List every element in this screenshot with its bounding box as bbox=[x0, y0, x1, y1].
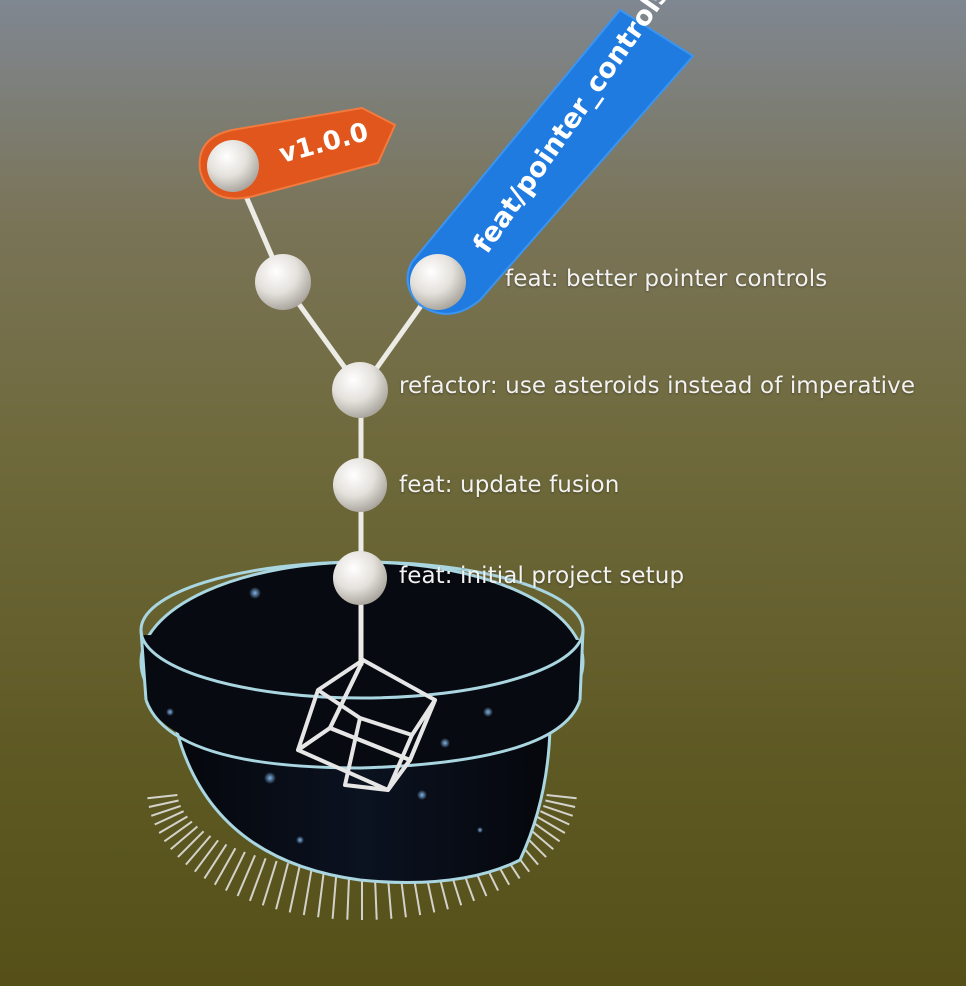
fringe-line bbox=[203, 843, 228, 879]
star-dot bbox=[417, 790, 427, 800]
fringe-line bbox=[213, 847, 237, 886]
star-dot bbox=[477, 827, 483, 833]
cube-wireframe-icon bbox=[296, 658, 437, 792]
fringe-line bbox=[331, 869, 338, 919]
commit-node[interactable] bbox=[255, 254, 311, 310]
commit-node-branch[interactable] bbox=[410, 254, 466, 310]
commit-message-label: feat: initial project setup bbox=[399, 563, 685, 589]
commit-message-label: refactor: use asteroids instead of imper… bbox=[399, 373, 916, 399]
star-dot bbox=[440, 738, 450, 748]
star-dot bbox=[249, 587, 261, 599]
fringe-line bbox=[154, 810, 185, 826]
commit-message-label: feat: better pointer controls bbox=[505, 266, 828, 292]
fringe-line bbox=[536, 815, 566, 834]
star-dot bbox=[166, 708, 174, 716]
commit-message-label: feat: update fusion bbox=[399, 472, 620, 498]
tag-branch-label: feat/pointer_controls bbox=[467, 0, 676, 259]
star-dot bbox=[483, 707, 493, 717]
fringe-line bbox=[248, 857, 267, 902]
fringe-line bbox=[170, 825, 199, 851]
fringe-line bbox=[177, 830, 205, 858]
commit-node[interactable] bbox=[333, 551, 387, 605]
star-dot bbox=[296, 836, 304, 844]
fringe-line bbox=[275, 863, 289, 910]
commit-node[interactable] bbox=[333, 458, 387, 512]
fringe-line bbox=[193, 839, 219, 873]
fringe-line bbox=[185, 835, 212, 866]
bowl-fringe-lines bbox=[147, 794, 577, 920]
fringe-line bbox=[539, 810, 570, 826]
fringe-line bbox=[302, 866, 313, 916]
fringe-line bbox=[225, 851, 246, 892]
commit-node-tag[interactable] bbox=[207, 140, 259, 192]
fringe-line bbox=[158, 815, 188, 834]
fringe-line bbox=[546, 794, 577, 800]
fringe-line bbox=[150, 804, 182, 817]
fringe-line bbox=[147, 794, 178, 800]
fringe-line bbox=[261, 860, 278, 906]
fringe-line bbox=[317, 868, 326, 918]
commit-nodes bbox=[207, 140, 466, 605]
fringe-line bbox=[288, 865, 301, 913]
fringe-line bbox=[531, 820, 561, 843]
fringe-line bbox=[236, 854, 256, 897]
commit-node[interactable] bbox=[332, 362, 388, 418]
fringe-line bbox=[163, 820, 193, 843]
fringe-line bbox=[148, 799, 179, 808]
star-dot bbox=[264, 772, 276, 784]
fringe-line bbox=[542, 804, 574, 817]
fringe-line bbox=[545, 799, 576, 808]
